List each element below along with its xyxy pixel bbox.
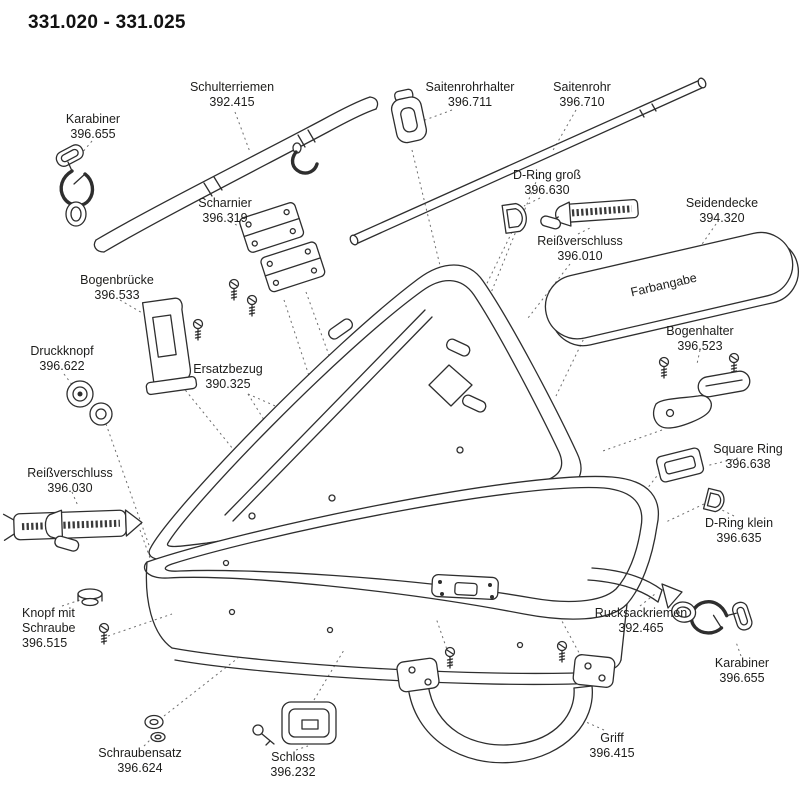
part-label-saitenrohr: Saitenrohr 396.710 bbox=[553, 80, 611, 110]
part-name: Reißverschluss bbox=[27, 466, 113, 480]
part-name: Bogenbrücke bbox=[80, 273, 154, 287]
part-label-reissverschluss-deckel: Reißverschluss 396.010 bbox=[537, 234, 622, 264]
case-body-drawing bbox=[143, 475, 659, 686]
part-number: 396.711 bbox=[447, 95, 493, 109]
part-label-bogenhalter: Bogenhalter 396.523 bbox=[666, 324, 733, 354]
knopf-mit-schraube-drawing bbox=[77, 588, 110, 645]
griff-drawing bbox=[396, 640, 616, 764]
part-label-d-ring-gross: D-Ring groß 396.630 bbox=[513, 168, 581, 198]
part-number: 392.465 bbox=[618, 621, 664, 635]
part-number: 396.319 bbox=[202, 211, 248, 225]
part-name: Knopf mit Schraube bbox=[22, 606, 76, 635]
part-number: 396.010 bbox=[557, 249, 603, 263]
bogenhalter-drawing bbox=[653, 352, 751, 429]
part-name: Druckknopf bbox=[30, 344, 94, 358]
part-number: 396.523 bbox=[677, 339, 723, 353]
d-ring-klein-drawing bbox=[702, 487, 725, 513]
part-number: 390.325 bbox=[205, 377, 251, 391]
part-label-ersatzbezug: Ersatzbezug 390.325 bbox=[193, 362, 262, 392]
part-label-bogenbruecke: Bogenbrücke 396.533 bbox=[80, 273, 154, 303]
bogenbruecke-drawing bbox=[141, 297, 204, 396]
part-name: Reißverschluss bbox=[537, 234, 623, 248]
part-label-druckknopf: Druckknopf 396.622 bbox=[30, 344, 93, 374]
part-name: Schloss bbox=[271, 750, 315, 764]
druckknopf-drawing bbox=[66, 380, 113, 426]
part-label-seidendecke: Seidendecke 394.320 bbox=[686, 196, 758, 226]
part-name: Rucksackriemen bbox=[594, 606, 688, 620]
part-label-scharnier: Scharnier 396.319 bbox=[198, 196, 252, 226]
reissverschluss-korpus-drawing bbox=[2, 509, 143, 552]
case-lid-drawing bbox=[148, 264, 582, 562]
part-label-schulterriemen: Schulterriemen 392.415 bbox=[190, 80, 274, 110]
part-label-rucksackriemen: Rucksackriemen 392.465 bbox=[595, 606, 687, 636]
karabiner-top-drawing bbox=[52, 140, 95, 228]
part-name: Square Ring bbox=[713, 442, 783, 456]
saitenrohrhalter-drawing bbox=[390, 88, 428, 144]
part-number: 396.638 bbox=[725, 457, 771, 471]
part-number: 394.320 bbox=[699, 211, 745, 225]
part-number: 396.030 bbox=[47, 481, 93, 495]
part-number: 392.415 bbox=[209, 95, 255, 109]
part-label-karabiner-bottom: Karabiner 396.655 bbox=[715, 656, 769, 686]
part-number: 396.624 bbox=[117, 761, 163, 775]
part-name: Saitenrohrhalter bbox=[425, 80, 515, 94]
schraubensatz-drawing bbox=[144, 714, 166, 743]
part-name: Saitenrohr bbox=[553, 80, 611, 94]
part-label-schloss: Schloss 396.232 bbox=[270, 750, 315, 780]
scharnier-drawing bbox=[228, 202, 326, 317]
part-name: Schulterriemen bbox=[189, 80, 275, 94]
part-number: 396.710 bbox=[559, 95, 605, 109]
part-name: Karabiner bbox=[714, 656, 770, 670]
part-number: 396.655 bbox=[70, 127, 116, 141]
d-ring-gross-drawing bbox=[501, 202, 527, 234]
part-label-griff: Griff 396.415 bbox=[589, 731, 634, 761]
part-name: D-Ring groß bbox=[512, 168, 582, 182]
square-ring-drawing bbox=[655, 447, 705, 483]
part-number: 396.533 bbox=[94, 288, 140, 302]
part-name: Bogenhalter bbox=[666, 324, 734, 338]
reissverschluss-deckel-drawing bbox=[540, 198, 639, 230]
saitenrohr-drawing bbox=[349, 77, 707, 246]
page-title: 331.020 - 331.025 bbox=[28, 12, 186, 33]
part-number: 396.635 bbox=[716, 531, 762, 545]
schloss-drawing bbox=[252, 701, 337, 746]
seidendecke-drawing bbox=[544, 231, 799, 347]
part-name: Ersatzbezug bbox=[193, 362, 263, 376]
part-label-schraubensatz: Schraubensatz 396.624 bbox=[98, 746, 181, 776]
part-number: 396.515 bbox=[22, 636, 68, 650]
part-label-knopf-mit-schraube: Knopf mit Schraube 396.515 bbox=[22, 606, 100, 651]
part-label-reissverschluss-korpus: Reißverschluss 396.030 bbox=[27, 466, 112, 496]
schulterriemen-drawing bbox=[93, 96, 379, 253]
part-label-karabiner-top: Karabiner 396.655 bbox=[66, 112, 120, 142]
part-number: 396.232 bbox=[270, 765, 316, 779]
part-number: 396.630 bbox=[524, 183, 570, 197]
part-number: 396.655 bbox=[719, 671, 765, 685]
part-name: Griff bbox=[600, 731, 624, 745]
rucksackriemen-drawing bbox=[587, 567, 683, 609]
part-name: Seidendecke bbox=[685, 196, 759, 210]
part-name: Karabiner bbox=[65, 112, 121, 126]
part-name: D-Ring klein bbox=[704, 516, 774, 530]
part-label-d-ring-klein: D-Ring klein 396.635 bbox=[705, 516, 773, 546]
part-label-square-ring: Square Ring 396.638 bbox=[713, 442, 783, 472]
part-number: 396.415 bbox=[589, 746, 635, 760]
part-label-saitenrohrhalter: Saitenrohrhalter 396.711 bbox=[426, 80, 515, 110]
part-number: 396.622 bbox=[39, 359, 85, 373]
part-name: Scharnier bbox=[198, 196, 252, 210]
part-name: Schraubensatz bbox=[98, 746, 182, 760]
